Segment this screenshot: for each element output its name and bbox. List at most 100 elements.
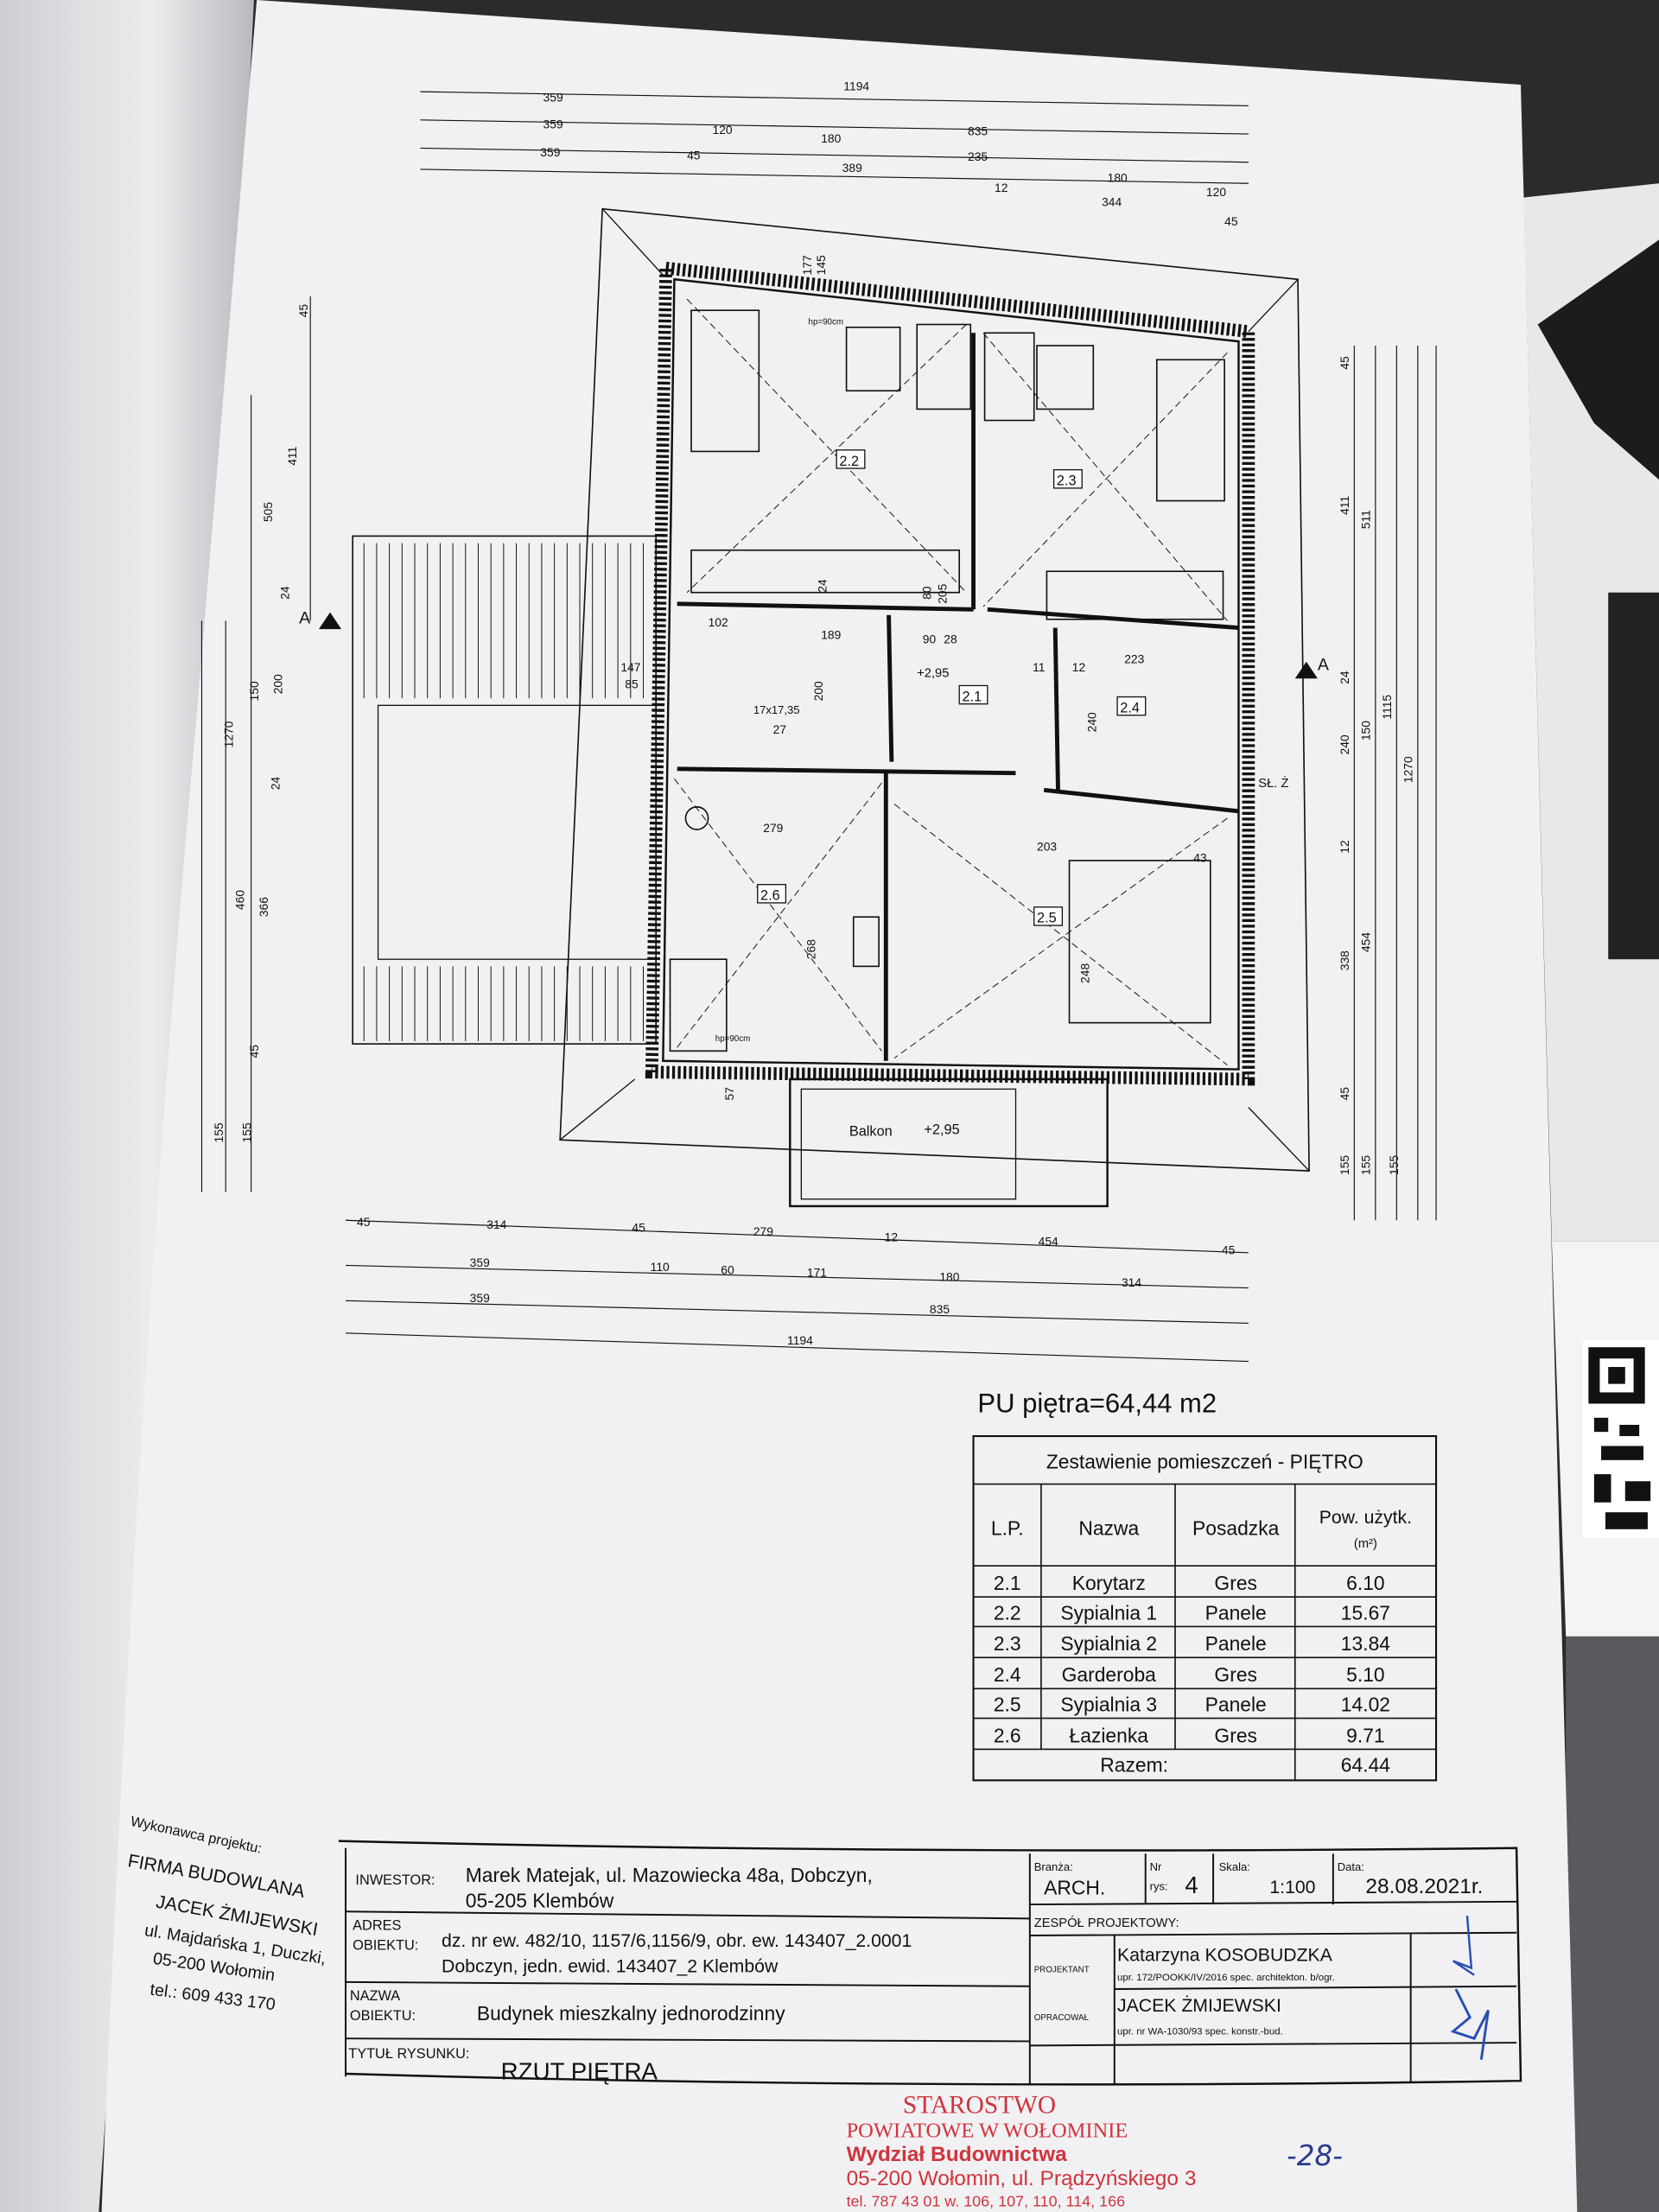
table-header-floor: Posadzka: [1192, 1516, 1280, 1539]
dimension-label: 359: [540, 145, 560, 159]
dimension-label: 268: [804, 939, 818, 959]
scale-label: Skala:: [1219, 1860, 1250, 1873]
designer-label: PROJEKTANT: [1034, 1965, 1090, 1974]
dimension-label: 1194: [843, 79, 869, 92]
dimension-label: 314: [1122, 1275, 1141, 1289]
team-label: ZESPÓŁ PROJEKTOWY:: [1034, 1916, 1179, 1930]
window-note-bath: hp=90cm: [715, 1034, 751, 1044]
date-label: Data:: [1338, 1860, 1364, 1873]
dimension-label: 147: [620, 660, 640, 674]
dimension-label: 155: [1358, 1155, 1372, 1175]
area-summary: PU piętra=64,44 m2: [977, 1388, 1217, 1418]
page-sheet: [101, 0, 1578, 2212]
dimension-label: 155: [1387, 1155, 1401, 1175]
window-note: hp=90cm: [809, 318, 844, 327]
dimension-label: 24: [278, 586, 292, 600]
investor-line: Marek Matejak, ul. Mazowiecka 48a, Dobcz…: [466, 1864, 873, 1886]
table-header-lp: L.P.: [991, 1516, 1024, 1539]
dimension-label: 411: [285, 446, 299, 465]
dimension-label: 155: [212, 1122, 226, 1142]
dimension-label: 366: [257, 897, 270, 917]
dimension-label: 43: [1193, 851, 1207, 865]
table-cell: 6.10: [1346, 1572, 1384, 1594]
room-label-2-6: 2.6: [760, 888, 780, 904]
dimension-label: 240: [1338, 734, 1351, 754]
furniture: [669, 309, 1225, 1052]
dimension-label: 24: [1338, 671, 1351, 684]
dimension-label: 45: [247, 1045, 261, 1058]
dimension-label: 505: [261, 502, 275, 522]
sheet-number: 4: [1185, 1872, 1198, 1898]
prepared-license: upr. nr WA-1030/93 spec. konstr.-bud.: [1117, 2026, 1283, 2037]
dimension-label: 240: [1085, 712, 1099, 732]
official-stamp: STAROSTWO POWIATOWE W WOŁOMINIE Wydział …: [847, 2092, 1197, 2210]
qr-code: [1582, 1340, 1659, 1538]
balcony-label: Balkon: [849, 1123, 893, 1139]
dimension-label: 11: [1033, 660, 1046, 674]
table-cell: Garderoba: [1062, 1663, 1157, 1686]
dimension-lines: [200, 91, 1437, 1363]
table-title: Zestawienie pomieszczeń - PIĘTRO: [1046, 1451, 1363, 1473]
investor-line: 05-205 Klembów: [466, 1889, 614, 1911]
scale-value: 1:100: [1269, 1878, 1315, 1897]
dimension-label: 120: [712, 123, 732, 137]
dimension-label: 359: [543, 91, 563, 105]
dimension-label: 1115: [1380, 695, 1394, 720]
dimension-label: 359: [543, 118, 563, 131]
room-table: Zestawienie pomieszczeń - PIĘTRO L.P. Na…: [972, 1434, 1438, 1782]
date-value: 28.08.2021r.: [1365, 1875, 1483, 1898]
interior-walls: [677, 333, 1239, 1061]
sheet-label: rys:: [1150, 1880, 1168, 1893]
dimension-label: 359: [470, 1291, 490, 1305]
dimension-label: 1270: [1401, 756, 1414, 783]
table-cell: Sypialnia 1: [1060, 1601, 1157, 1624]
stair-note: 17x17,35: [753, 703, 800, 716]
floor-plan: Balkon +2,95 2.1 2.2 2.3 2.4 2.5 2.6 +2,…: [200, 79, 1437, 1363]
table-cell: Gres: [1214, 1663, 1257, 1686]
dimension-label: 835: [930, 1302, 950, 1316]
balcony: Balkon +2,95: [789, 1077, 1109, 1208]
chimney-label: SŁ. Ż: [1258, 775, 1288, 791]
dimension-label: 200: [811, 681, 825, 701]
table-cell: Łazienka: [1070, 1724, 1149, 1746]
table-cell: Korytarz: [1072, 1572, 1146, 1594]
table-header-unit: (m²): [1354, 1537, 1377, 1551]
dimension-label: 171: [807, 1266, 827, 1280]
dimension-label: 60: [721, 1262, 734, 1276]
dimension-label: 389: [842, 161, 862, 175]
table-cell: 13.84: [1341, 1632, 1390, 1655]
dimension-label: 150: [1358, 721, 1372, 741]
branch-label: Branża:: [1034, 1860, 1073, 1873]
sheet-label: Nr: [1150, 1860, 1162, 1873]
dimension-label: 24: [268, 777, 282, 791]
dimension-label: 411: [1338, 496, 1351, 515]
table-cell: Panele: [1205, 1693, 1267, 1715]
dimension-label: 203: [1037, 839, 1057, 853]
stamp-line: tel. 787 43 01 w. 106, 107, 110, 114, 16…: [847, 2192, 1125, 2209]
table-cell: 2.2: [994, 1601, 1021, 1624]
room-label-2-5: 2.5: [1037, 911, 1057, 926]
dimension-label: 454: [1358, 932, 1372, 952]
dimension-label: 1270: [221, 721, 235, 747]
dimension-label: 12: [995, 181, 1008, 194]
stamp-line: POWIATOWE W WOŁOMINIE: [847, 2119, 1128, 2142]
dimension-label: 90: [923, 632, 937, 645]
dimension-label: 102: [709, 615, 728, 629]
dimension-label: 28: [944, 632, 957, 645]
dimension-label: 85: [625, 677, 639, 691]
dimension-label: 45: [687, 148, 701, 162]
page-number: -28-: [1287, 2139, 1343, 2172]
table-cell: Gres: [1214, 1724, 1257, 1746]
name-label: NAZWA: [350, 1988, 400, 2004]
table-cell: 2.3: [994, 1632, 1021, 1655]
designer-license: upr. 172/POOKK/IV/2016 spec. architekton…: [1117, 1973, 1335, 1983]
table-cell: Sypialnia 2: [1060, 1632, 1157, 1655]
table-header-name: Nazwa: [1078, 1516, 1139, 1539]
